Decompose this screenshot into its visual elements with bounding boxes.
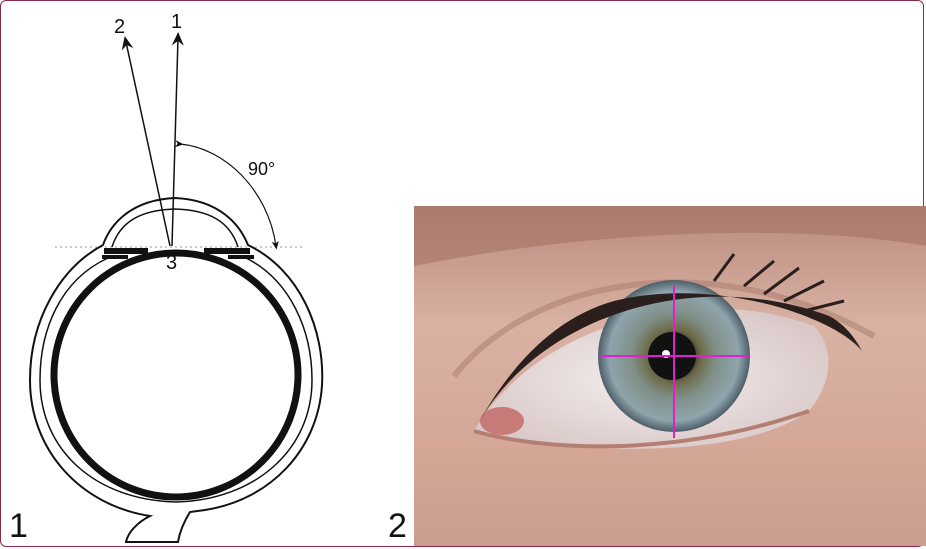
angle-label: 90° [248, 159, 275, 179]
ray-1-arrow [172, 38, 178, 246]
inner-cornea-outline [112, 209, 238, 247]
ray-2-arrow [126, 42, 170, 246]
panel-label-2: 2 [388, 509, 407, 543]
tear-duct [480, 407, 524, 435]
eye-photo-illustration [414, 206, 926, 546]
ray-2-label: 2 [114, 16, 125, 38]
panel-label-1: 1 [9, 509, 28, 543]
eye-photograph [414, 206, 926, 546]
retina-ring [54, 253, 298, 497]
vertex-label: 3 [166, 252, 177, 274]
ray-1-label: 1 [171, 11, 182, 33]
